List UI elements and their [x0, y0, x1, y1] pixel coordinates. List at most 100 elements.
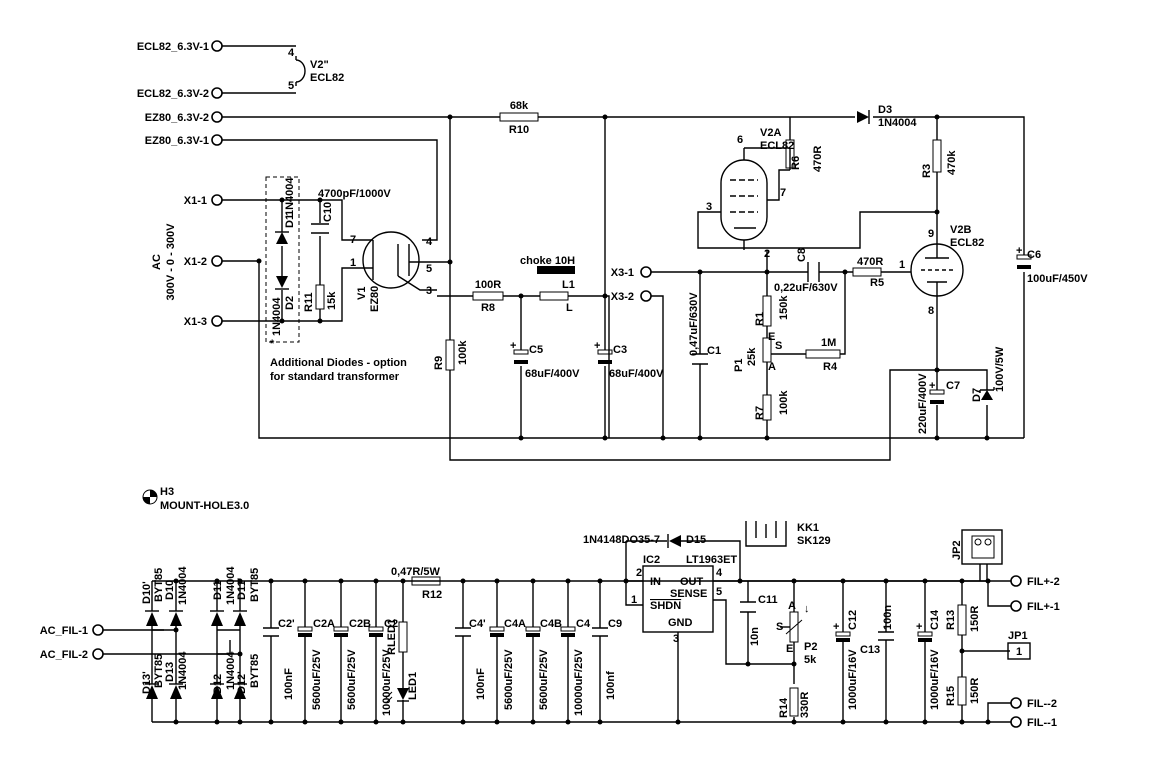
r6-ref: R6: [790, 156, 802, 170]
d15-ref: D15: [686, 534, 706, 546]
ac-voltage-label: 300V - 0 - 300V: [165, 223, 177, 301]
svg-text:7: 7: [780, 187, 786, 199]
terminal-x1-1[interactable]: [211, 194, 223, 206]
diodes-note: for standard transformer: [270, 371, 400, 383]
d12-ref: D12: [212, 674, 224, 694]
r14-value: 330R: [799, 692, 811, 718]
d11p-value: BYT85: [249, 568, 261, 602]
svg-text:E: E: [786, 643, 793, 655]
terminal-label: X1-1: [184, 195, 207, 207]
r7-ref: R7: [754, 406, 766, 420]
svg-text:A: A: [768, 361, 776, 373]
c11-value: 10n: [749, 627, 761, 646]
d11-value: 1N4004: [225, 566, 237, 605]
pin-number: 5: [288, 80, 294, 92]
ecl82-heater: ECL82_6.3V-1 ECL82_6.3V-2 4 5 V2" ECL82: [137, 40, 344, 100]
r3-ref: R3: [921, 164, 933, 178]
d10-ref: D10: [164, 580, 176, 600]
terminal-x3-1[interactable]: [640, 266, 652, 278]
terminal-label: X3-2: [611, 291, 634, 303]
terminal-ecl82-6v3-1[interactable]: [211, 40, 223, 52]
terminal-ac-fil-2[interactable]: [92, 648, 104, 660]
r12-ref: R12: [422, 589, 442, 601]
heatsink-kk1: [745, 521, 787, 547]
led1-ref: LED1: [407, 672, 419, 700]
terminal-label: EZ80_6.3V-2: [145, 112, 209, 124]
r14-ref: R14: [778, 697, 790, 718]
bridge-diodes: [145, 610, 247, 699]
svg-text:+: +: [929, 380, 935, 392]
choke-core: [537, 266, 575, 274]
terminal-x1-2[interactable]: [211, 255, 223, 267]
terminal-ez80-6v3-1[interactable]: [211, 134, 223, 146]
terminal-x3-2[interactable]: [640, 290, 652, 302]
resistor-r12: [411, 576, 441, 586]
r13-ref: R13: [945, 610, 957, 630]
terminal-fil-plus-1[interactable]: [1010, 600, 1022, 612]
terminal-fil-plus-2[interactable]: [1010, 575, 1022, 587]
resistor-r14: [789, 687, 799, 717]
terminal-fil-minus-1[interactable]: [1010, 716, 1022, 728]
tube-v1: [362, 231, 450, 291]
ic-pin-gnd: GND: [668, 617, 693, 629]
jumper-jp1[interactable]: [1007, 642, 1031, 660]
resistor-r15: [957, 676, 967, 706]
terminal-ecl82-6v3-2[interactable]: [211, 87, 223, 99]
resistor-r8: [472, 291, 504, 301]
capacitor-c11: [740, 601, 756, 613]
r5-ref: R5: [870, 277, 884, 289]
r3-value: 470k: [946, 150, 958, 175]
rled1-ref: RLED1: [386, 619, 398, 655]
c12-value: 1000uF/16V: [847, 649, 859, 710]
terminal-label: ECL82_6.3V-2: [137, 88, 209, 100]
capacitor-bank-1: [263, 581, 384, 722]
c5-ref: C5: [529, 344, 543, 356]
terminal-x1-3[interactable]: [211, 315, 223, 327]
r7-value: 100k: [778, 390, 790, 415]
v2a-ref: V2A: [760, 127, 781, 139]
ic2-value: LT1963ET: [686, 554, 737, 566]
terminal-label: X1-2: [184, 256, 207, 268]
c3-ref: C3: [613, 344, 627, 356]
output-capacitors: [835, 581, 933, 722]
d13p-value: BYT85: [153, 654, 165, 688]
ic-pin-shdn: SHDN: [650, 600, 681, 612]
d3-value: 1N4004: [878, 117, 917, 129]
svg-text:+: +: [594, 340, 600, 352]
svg-text:+: +: [510, 340, 516, 352]
c3-value: 68uF/400V: [609, 368, 664, 380]
resistor-r11: [315, 284, 325, 310]
c1p-value: 100nF: [283, 668, 295, 700]
svg-text:2: 2: [636, 567, 642, 579]
r6-value: 470R: [812, 146, 824, 172]
zener-d7: [979, 387, 995, 400]
capacitor-c3: [597, 349, 613, 364]
svg-text:+: +: [916, 621, 922, 633]
c1-ref: C1: [707, 345, 721, 357]
junction-dots: [256, 114, 990, 441]
ic-pin-in: IN: [650, 576, 661, 588]
r10-ref: R10: [509, 124, 529, 136]
p2-value: 5k: [804, 654, 817, 666]
mount-hole-ref: H3: [160, 486, 174, 498]
potentiometer-p1: [762, 337, 772, 363]
c1-value: 0,47uF/630V: [688, 292, 700, 356]
terminal-fil-minus-2[interactable]: [1010, 697, 1022, 709]
terminal-label: X1-3: [184, 316, 207, 328]
v1-value: EZ80: [369, 286, 381, 312]
c12-ref: C12: [847, 610, 859, 630]
terminal-ez80-6v3-2[interactable]: [211, 111, 223, 123]
c5-value: 68uF/400V: [525, 368, 580, 380]
svg-text:3: 3: [673, 633, 679, 645]
c4a-ref: C4A: [504, 618, 526, 630]
r11-ref: R11: [303, 292, 315, 312]
jumper-jp2[interactable]: [961, 529, 1003, 565]
d15-value: 1N4148DO35-7: [583, 534, 660, 546]
terminal-ac-fil-1[interactable]: [92, 624, 104, 636]
ic-pin-out: OUT: [680, 576, 704, 588]
diodes-note: Additional Diodes - option: [270, 357, 407, 369]
svg-text:+: +: [1016, 245, 1022, 257]
ic2-ref: IC2: [643, 554, 660, 566]
c13-value: 100n: [882, 605, 894, 630]
ac-label: AC: [151, 254, 163, 270]
